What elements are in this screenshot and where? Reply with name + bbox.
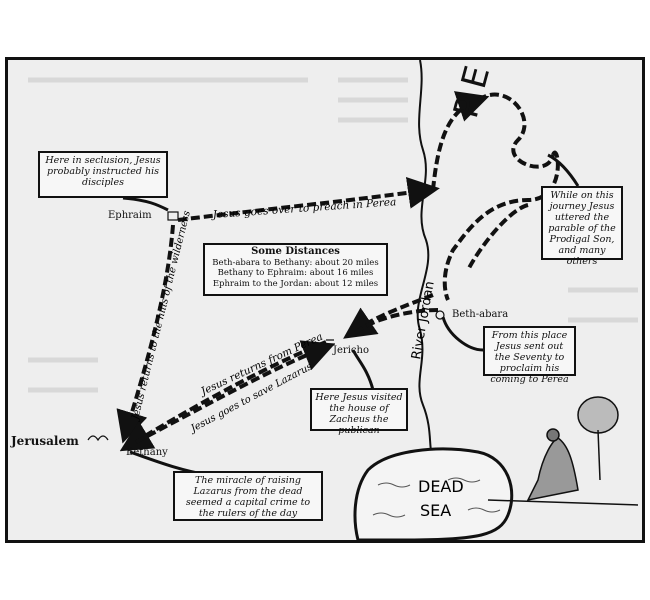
place-jericho: Jericho [333,345,369,356]
note-lazarus: The miracle of raising Lazarus from the … [173,471,323,521]
distances-title: Some Distances [251,246,340,257]
distance-row: Bethany to Ephraim: about 16 miles [217,268,374,278]
dead-sea-label-2: SEA [420,501,451,520]
river-jordan [416,60,434,456]
place-beth-abara: Beth-abara [452,309,509,320]
figure-illustration [487,396,639,506]
note-seventy: From this place Jesus sent out the Seven… [483,326,576,385]
distance-row: Ephraim to the Jordan: about 12 miles [212,278,379,289]
place-jerusalem: Jerusalem [11,434,79,448]
place-ephraim: Ephraim [108,210,152,221]
route-label-to-hills: Jesus returns to the hills of the wilder… [130,210,193,423]
note-parable: While on this journey Jesus uttered the … [541,186,623,267]
map-drawing: PEREA River Jordan DEAD SEA Jesus goes o… [28,60,639,540]
river-jordan-label: River Jordan [409,280,438,361]
svg-text:PEREA: PEREA [446,60,526,122]
route-label-to-perea: Jesus goes over to preach in Perea [210,196,396,221]
note-seclusion: Here in seclusion, Jesus probably instru… [38,151,168,198]
place-bethany: Bethany [126,447,168,458]
distances-box: Some Distances Beth-abara to Bethany: ab… [203,243,388,296]
route-lines [116,91,560,452]
note-zacheus: Here Jesus visited the house of Zacheus … [310,388,408,436]
dead-sea-label-1: DEAD [418,477,464,496]
background-texture [28,77,638,393]
perea-label: PEREA [446,60,526,122]
distance-row: Beth-abara to Bethany: about 20 miles [212,257,379,268]
map-frame: PEREA River Jordan DEAD SEA Jesus goes o… [5,57,645,543]
